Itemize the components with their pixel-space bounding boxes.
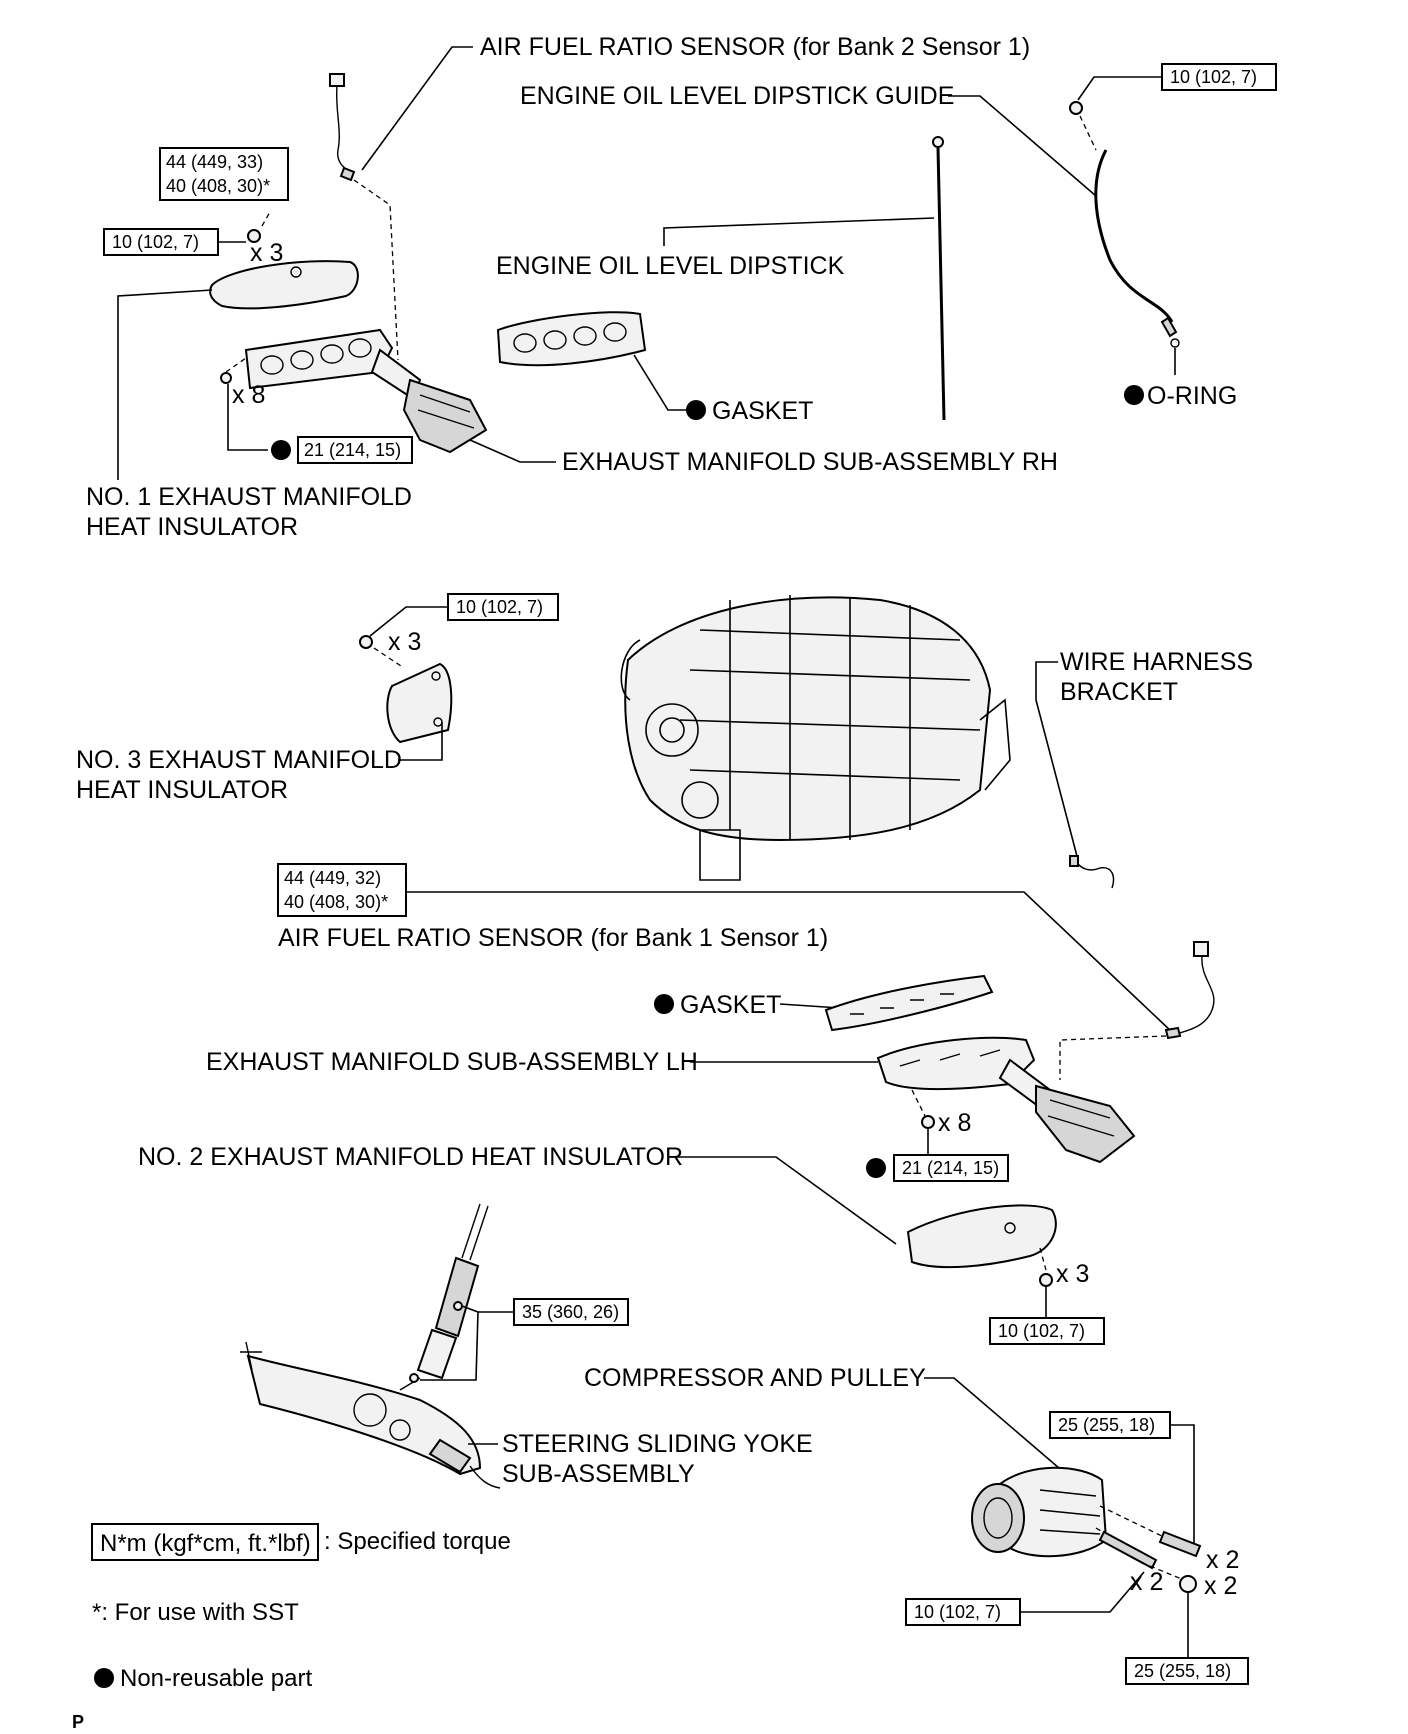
insulator-no1-qty: x 3 xyxy=(250,239,283,267)
nonreusable-mark-icon xyxy=(1124,385,1144,405)
manifold-lh-torque: 21 (214, 15) xyxy=(902,1158,999,1178)
gasket-rh: GASKET xyxy=(496,311,813,425)
manifold-lh-label: EXHAUST MANIFOLD SUB-ASSEMBLY LH xyxy=(206,1048,698,1076)
insulator-no3-qty: x 3 xyxy=(388,628,421,656)
engine-oil-level-dipstick: ENGINE OIL LEVEL DIPSTICK xyxy=(496,136,946,421)
no2-heat-insulator: NO. 2 EXHAUST MANIFOLD HEAT INSULATOR x … xyxy=(138,1143,1105,1345)
air-fuel-ratio-sensor-bank2-callout: AIR FUEL RATIO SENSOR (for Bank 2 Sensor… xyxy=(329,33,1030,361)
manifold-rh-qty: x 8 xyxy=(232,381,265,409)
afs-bank1-torque-std: 44 (449, 32) xyxy=(284,868,381,888)
insulator-no1-label-1: NO. 1 EXHAUST MANIFOLD xyxy=(86,483,412,511)
manifold-rh-torque: 21 (214, 15) xyxy=(304,440,401,460)
gasket-lh-label: GASKET xyxy=(680,991,781,1019)
compressor-bolt-torque: 25 (255, 18) xyxy=(1058,1415,1155,1435)
yoke-label-1: STEERING SLIDING YOKE xyxy=(502,1430,813,1458)
afs-bank2-torque-sst: 40 (408, 30)* xyxy=(166,176,270,196)
yoke-torque: 35 (360, 26) xyxy=(522,1302,619,1322)
afs-bank2-torque-box: 44 (449, 33) 40 (408, 30)* xyxy=(159,147,289,201)
wire-harness-bracket: WIRE HARNESS BRACKET xyxy=(1035,648,1253,889)
manifold-rh-label: EXHAUST MANIFOLD SUB-ASSEMBLY RH xyxy=(562,448,1058,476)
legend: N*m (kgf*cm, ft.*lbf) : Specified torque… xyxy=(72,1523,511,1732)
insulator-no2-label: NO. 2 EXHAUST MANIFOLD HEAT INSULATOR xyxy=(138,1143,683,1171)
nonreusable-mark-icon xyxy=(686,400,706,420)
insulator-no1-label-2: HEAT INSULATOR xyxy=(86,513,298,541)
afs-bank1-label: AIR FUEL RATIO SENSOR (for Bank 1 Sensor… xyxy=(278,924,828,952)
afs-bank2-torque-std: 44 (449, 33) xyxy=(166,152,263,172)
insulator-no3-label-1: NO. 3 EXHAUST MANIFOLD xyxy=(76,746,402,774)
wire-harness-label-1: WIRE HARNESS xyxy=(1060,648,1253,676)
dipstick-label: ENGINE OIL LEVEL DIPSTICK xyxy=(496,252,845,280)
nonreusable-mark-icon xyxy=(271,440,291,460)
compressor-stud-torque: 10 (102, 7) xyxy=(914,1602,1001,1622)
insulator-no3-torque: 10 (102, 7) xyxy=(456,597,543,617)
legend-torque-desc: : Specified torque xyxy=(324,1528,511,1555)
dipstick-guide-label: ENGINE OIL LEVEL DIPSTICK GUIDE xyxy=(520,82,954,110)
guide-bolt-torque: 10 (102, 7) xyxy=(1170,67,1257,87)
no3-heat-insulator: 10 (102, 7) x 3 NO. 3 EXHAUST MANIFOLD H… xyxy=(76,593,559,804)
o-ring-label: O-RING xyxy=(1147,382,1237,410)
exhaust-manifold-rh: x 8 21 (214, 15) EXHAUST MANIFOLD SUB-AS… xyxy=(220,328,1058,476)
exhaust-manifold-lh: EXHAUST MANIFOLD SUB-ASSEMBLY LH x 8 21 … xyxy=(206,1036,1136,1182)
yoke-label-2: SUB-ASSEMBLY xyxy=(502,1460,695,1488)
legend-torque-unit: N*m (kgf*cm, ft.*lbf) xyxy=(100,1530,311,1557)
manifold-lh-qty: x 8 xyxy=(938,1109,971,1137)
nonreusable-mark-icon xyxy=(866,1158,886,1178)
afs-bank2-label: AIR FUEL RATIO SENSOR (for Bank 2 Sensor… xyxy=(480,33,1030,61)
engine-assembly-illustration xyxy=(620,595,1011,881)
nonreusable-legend-icon xyxy=(94,1668,114,1688)
insulator-no1-torque: 10 (102, 7) xyxy=(112,232,199,252)
insulator-no2-torque: 10 (102, 7) xyxy=(998,1321,1085,1341)
page-marker: P xyxy=(72,1712,84,1732)
gasket-lh: GASKET xyxy=(654,974,994,1032)
legend-nonreusable: Non-reusable part xyxy=(120,1665,312,1692)
engine-oil-level-dipstick-guide: ENGINE OIL LEVEL DIPSTICK GUIDE 10 (102,… xyxy=(520,63,1277,410)
compressor-bolt-qty: x 2 xyxy=(1206,1546,1239,1574)
air-fuel-ratio-sensor-bank1-callout: 44 (449, 32) 40 (408, 30)* AIR FUEL RATI… xyxy=(277,863,1215,1080)
insulator-no2-qty: x 3 xyxy=(1056,1260,1089,1288)
nonreusable-mark-icon xyxy=(654,994,674,1014)
wire-harness-label-2: BRACKET xyxy=(1060,678,1178,706)
compressor-nut-torque: 25 (255, 18) xyxy=(1134,1661,1231,1681)
insulator-no3-label-2: HEAT INSULATOR xyxy=(76,776,288,804)
no1-heat-insulator: 10 (102, 7) x 3 NO. 1 EXHAUST MANIFOLD H… xyxy=(86,211,412,541)
legend-sst-note: *: For use with SST xyxy=(92,1599,299,1626)
steering-sliding-yoke: 35 (360, 26) STEERING SLIDING YOKE SUB-A… xyxy=(240,1203,813,1489)
gasket-rh-label: GASKET xyxy=(712,397,813,425)
compressor-and-pulley: COMPRESSOR AND PULLEY 25 (255, 18) x 2 x… xyxy=(584,1364,1249,1685)
compressor-label: COMPRESSOR AND PULLEY xyxy=(584,1364,926,1392)
afs-bank1-torque-sst: 40 (408, 30)* xyxy=(284,892,388,912)
compressor-nut-qty: x 2 xyxy=(1204,1572,1237,1600)
